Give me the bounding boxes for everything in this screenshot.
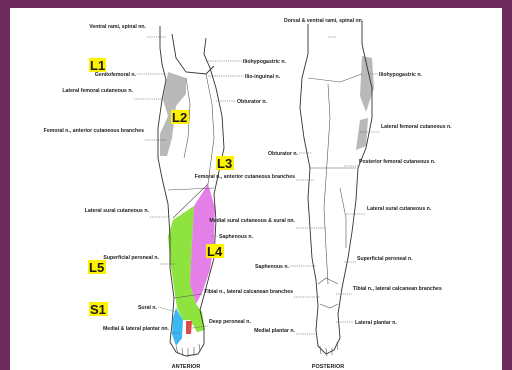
label-superficial-peroneal: Superficial peroneal n. xyxy=(103,255,159,261)
level-s1: S1 xyxy=(89,302,108,317)
label-saphenous: Saphenous n. xyxy=(219,234,254,240)
posterior-boundary-1 xyxy=(308,74,362,82)
posterior-boundary-5 xyxy=(340,188,346,248)
label-deep-peroneal: Deep peroneal n. xyxy=(209,319,251,325)
diagram-panel: Ventral rami, spinal nn. Genitofemoral n… xyxy=(10,8,502,370)
level-label-l5: L5 xyxy=(89,260,104,275)
label-superficial-peroneal-post: Superficial peroneal n. xyxy=(357,256,413,262)
level-label-s1: S1 xyxy=(90,302,106,317)
label-lateral-sural-post: Lateral sural cutaneous n. xyxy=(367,206,432,212)
label-dorsal-ventral-rami: Dorsal & ventral rami, spinal nn. xyxy=(284,18,364,24)
label-iliohypogastric: Iliohypogastric n. xyxy=(243,59,287,65)
label-lateral-plantar: Lateral plantar n. xyxy=(355,320,397,326)
level-label-l2: L2 xyxy=(172,110,187,125)
anterior-inner-outline xyxy=(172,34,214,74)
label-lateral-femoral: Lateral femoral cutaneous n. xyxy=(62,88,133,94)
level-markers: L1 L2 L3 L4 L5 xyxy=(88,58,234,317)
label-lateral-sural: Lateral sural cutaneous n. xyxy=(85,208,150,214)
label-lateral-femoral-post: Lateral femoral cutaneous n. xyxy=(381,124,452,130)
level-label-l3: L3 xyxy=(217,156,232,171)
level-l1: L1 xyxy=(89,58,106,73)
label-medial-sural: Medial sural cutaneous & sural nn. xyxy=(209,218,295,224)
posterior-labels: Dorsal & ventral rami, spinal nn. Iliohy… xyxy=(195,18,453,370)
label-tibial-calcanean: Tibial n., lateral calcanean branches xyxy=(204,289,293,295)
posterior-toes xyxy=(320,342,338,356)
label-femoral-anterior: Femoral n., anterior cutaneous branches xyxy=(44,128,144,134)
level-label-l4: L4 xyxy=(207,244,223,259)
label-posterior-femoral: Posterior femoral cutaneous n. xyxy=(359,159,436,165)
level-l4: L4 xyxy=(206,244,224,259)
caption-anterior: ANTERIOR xyxy=(172,364,201,370)
label-obturator: Obturator n. xyxy=(237,99,268,105)
label-medial-plantar: Medial plantar n. xyxy=(254,328,295,334)
posterior-outline xyxy=(300,22,372,354)
label-iliohypogastric-post: Iliohypogastric n. xyxy=(379,72,423,78)
caption-posterior: POSTERIOR xyxy=(312,364,344,370)
posterior-leg xyxy=(300,22,374,356)
label-ventral-rami: Ventral rami, spinal nn. xyxy=(89,24,146,30)
level-l2: L2 xyxy=(171,110,189,125)
anterior-leg xyxy=(158,26,224,357)
anterior-boundary-2 xyxy=(206,74,214,184)
label-obturator-post: Obturator n. xyxy=(268,151,299,157)
label-medial-lateral-plantar: Medial & lateral plantar nn. xyxy=(103,326,170,332)
label-saphenous-post: Saphenous n. xyxy=(255,264,290,270)
label-sural: Sural n. xyxy=(138,305,158,311)
zone-deep-peroneal-anterior xyxy=(186,321,192,334)
level-label-l1: L1 xyxy=(90,58,105,73)
level-l5: L5 xyxy=(88,260,106,275)
anterior-toes xyxy=(176,344,200,357)
posterior-boundary-2 xyxy=(326,84,330,178)
posterior-boundary-4 xyxy=(324,178,328,284)
label-femoral-anterior-post: Femoral n., anterior cutaneous branches xyxy=(195,174,295,180)
dermatome-diagram: Ventral rami, spinal nn. Genitofemoral n… xyxy=(10,8,502,370)
label-tibial-calcanean-right: Tibial n., lateral calcanean branches xyxy=(353,286,442,292)
label-ilioinguinal: Ilio-inguinal n. xyxy=(245,74,281,80)
level-l3: L3 xyxy=(216,156,234,171)
